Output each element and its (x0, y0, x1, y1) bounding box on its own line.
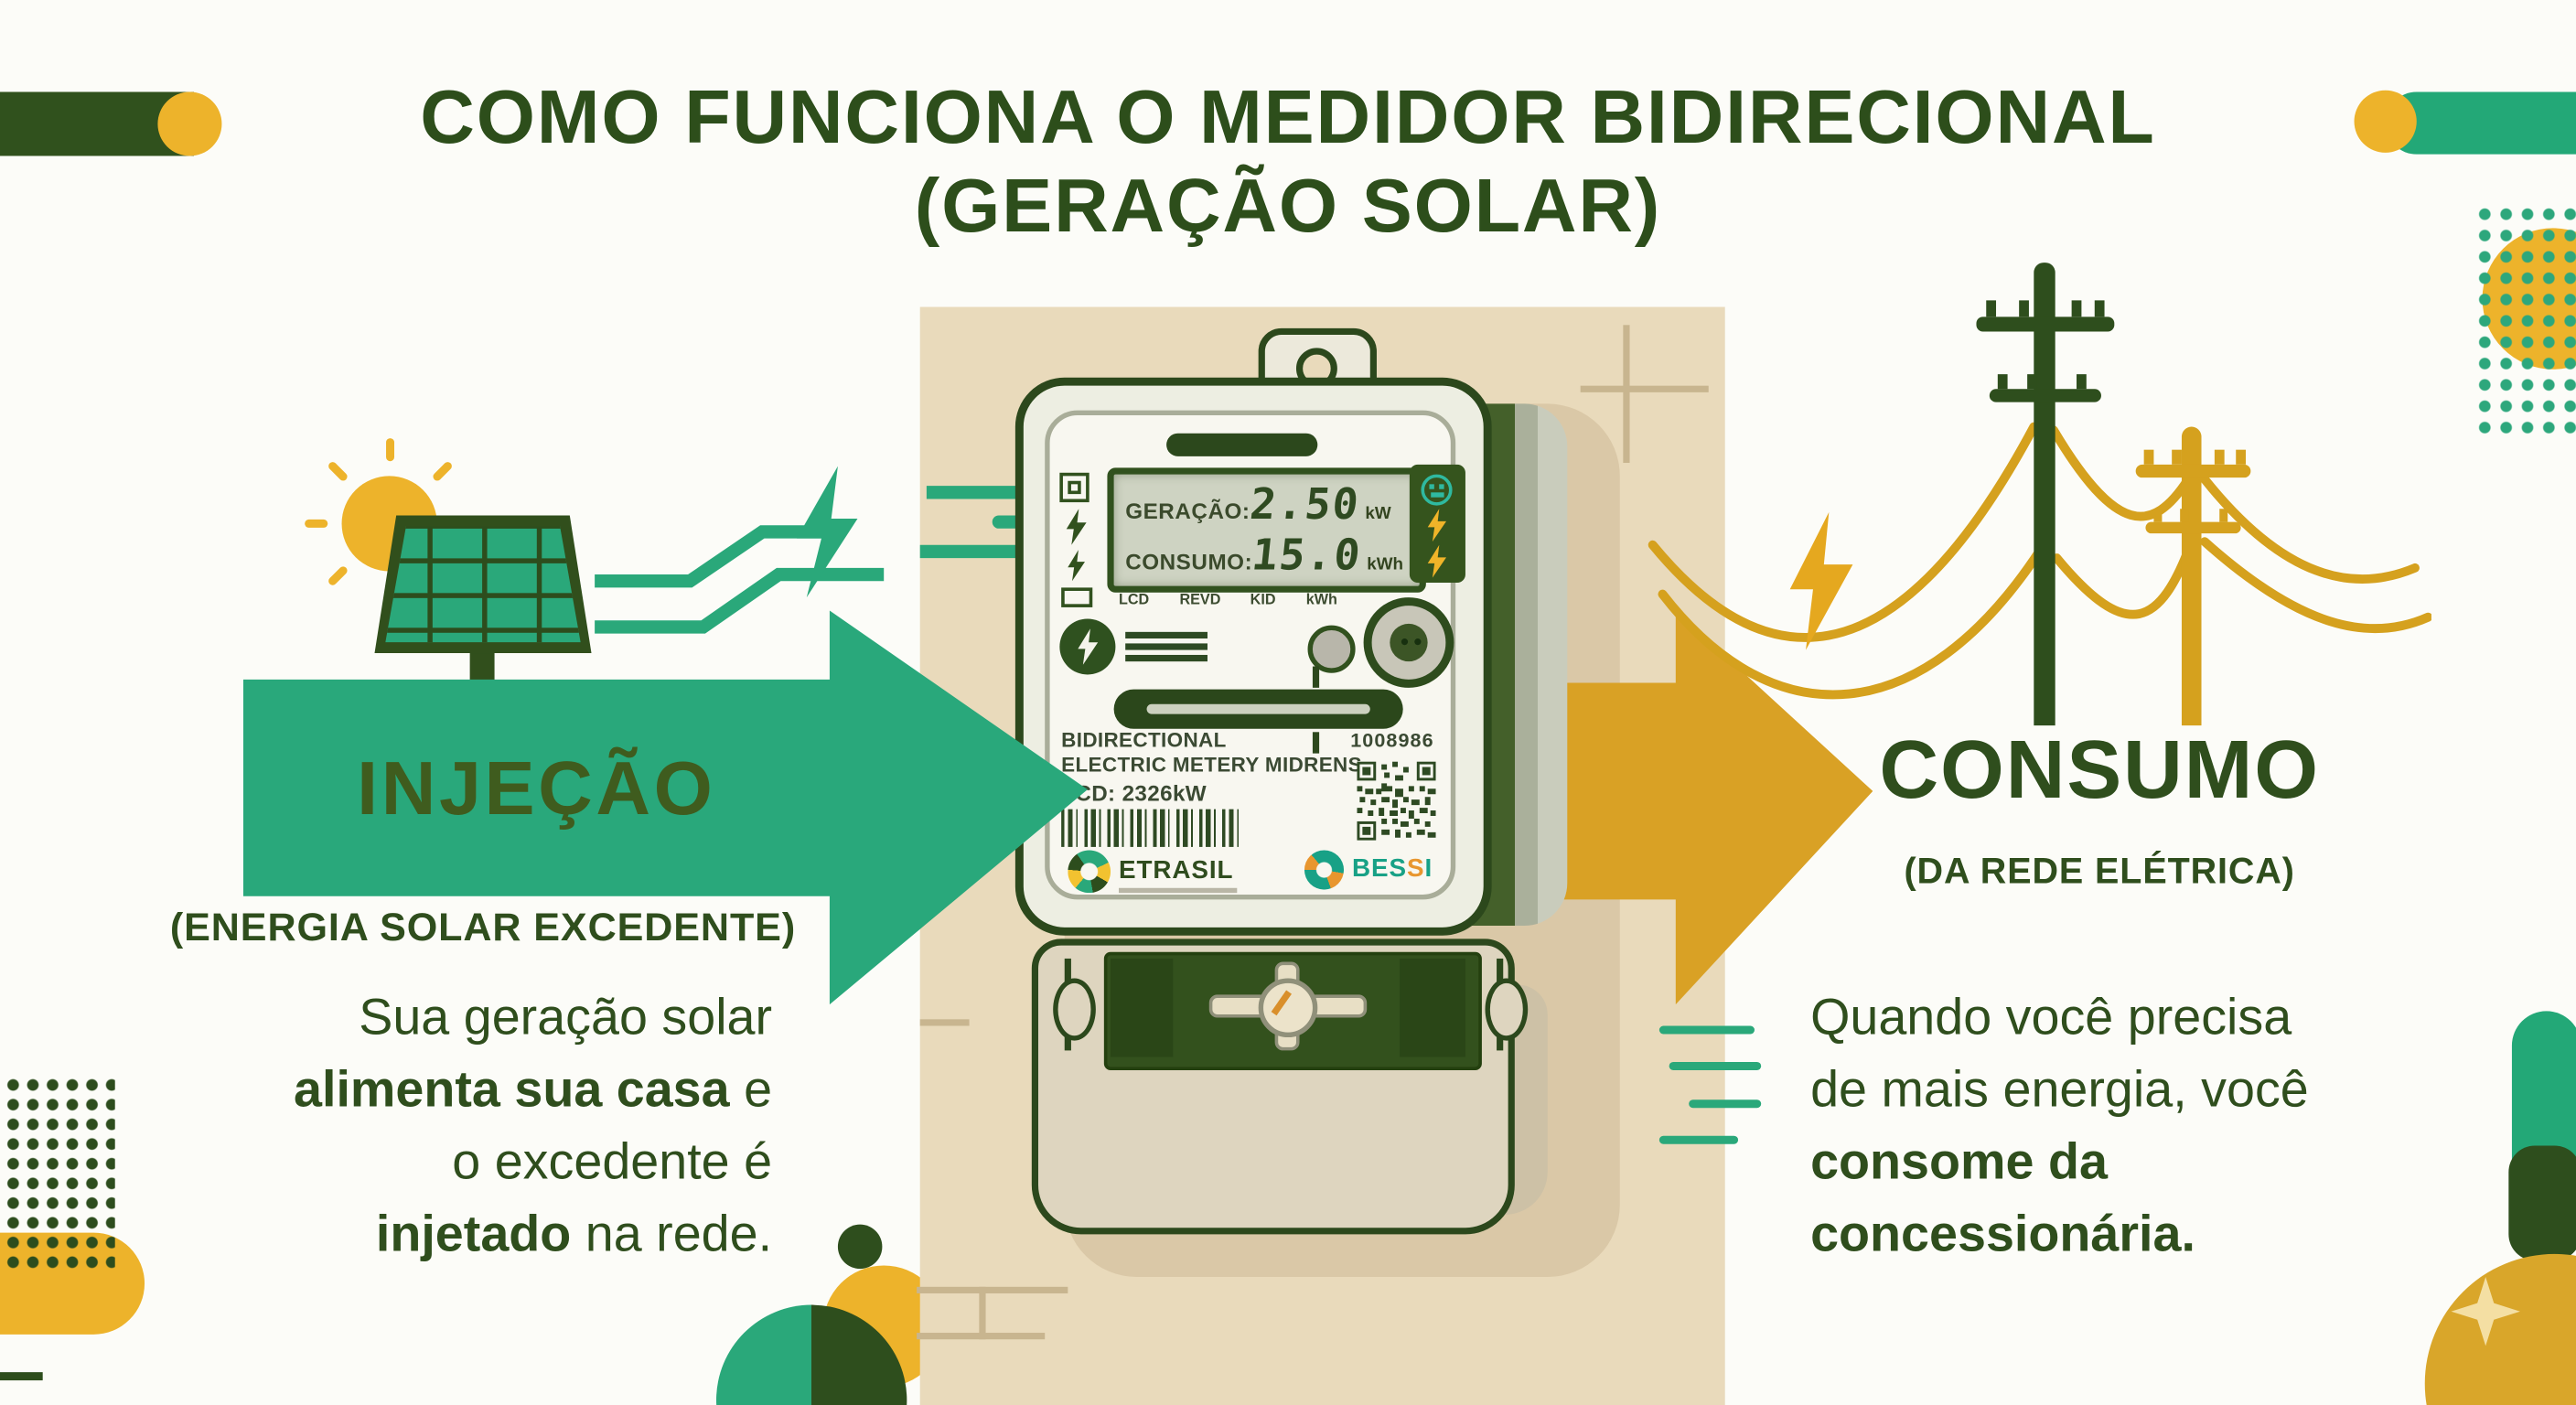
description-line: Quando você precisa (1810, 988, 2292, 1046)
serial-number: 1008986 (1350, 728, 1434, 752)
flow-lines-icon (1689, 1099, 1762, 1109)
bottom-small-circle (837, 1224, 883, 1270)
bessi-logo-icon (1304, 850, 1345, 890)
generation-unit: kW (1365, 503, 1391, 524)
bottom-right-gold-circle (2424, 1253, 2576, 1405)
consumption-description: Quando você precisa de mais energia, voc… (1810, 981, 2484, 1271)
power-lines-icon (1648, 422, 2431, 700)
reset-button (1307, 625, 1356, 673)
lcd-display: GERAÇÃO: 2.50 kW CONSUMO: 15.0 kWh (1107, 467, 1426, 593)
utility-pole-yellow-icon (2181, 426, 2202, 726)
indicator-label: KID (1250, 590, 1276, 607)
bottom-left-dash (0, 1372, 43, 1381)
consumption-unit: kWh (1367, 554, 1404, 575)
description-line: consome da (1810, 1132, 2108, 1190)
utility-pole-yellow-pegs (2153, 509, 2163, 522)
description-line: alimenta sua casa e (294, 1060, 773, 1118)
dial-tick (1312, 666, 1320, 688)
description-line: o excedente é (452, 1132, 773, 1190)
terminal-block-shade (1400, 958, 1465, 1057)
page-title-line2: (GERAÇÃO SOLAR) (914, 162, 1662, 248)
page-title-line1: COMO FUNCIONA O MEDIDOR BIDIRECIONAL (420, 73, 2156, 160)
utility-pole-green-pegs (1986, 300, 1997, 317)
wall-joint-line (1580, 385, 1709, 392)
utility-pole-yellow-crossarm (2145, 521, 2241, 534)
utility-pole-green-crossarm (1976, 316, 2115, 332)
description-line: Sua geração solar (359, 988, 773, 1046)
barcode (1061, 809, 1242, 847)
seal-screw (1258, 978, 1318, 1038)
qr-code (1357, 761, 1436, 841)
cover-screw-right (1485, 978, 1529, 1041)
nameplate-line1: BIDIRECTIONAL (1061, 728, 1227, 752)
square-indicator-icon (1059, 472, 1089, 503)
consumption-subtitle: (DA REDE ELÉTRICA) (1904, 850, 2295, 892)
bottom-left-dot-grid (3, 1075, 115, 1276)
power-button-icon (1059, 618, 1116, 675)
flow-lines-icon (1669, 1061, 1762, 1070)
utility-pole-yellow-crossarm (2135, 464, 2251, 478)
indicator-label: LCD (1119, 590, 1150, 607)
menu-lines-icon (1125, 631, 1208, 638)
status-panel (1409, 464, 1465, 584)
generation-row: GERAÇÃO: 2.50 kW (1114, 481, 1420, 531)
top-right-bar (2385, 91, 2576, 155)
battery-indicator-icon (1061, 587, 1093, 607)
generation-label: GERAÇÃO: (1125, 499, 1250, 524)
consumption-title: CONSUMO (1879, 724, 2320, 816)
wall-joint-line (979, 1286, 986, 1340)
bottom-right-green-blob (2508, 1145, 2576, 1261)
meter-top-slot (1166, 433, 1318, 456)
lightning-indicator-icon (1427, 544, 1447, 578)
utility-pole-green-pegs (1997, 374, 2008, 390)
top-right-circle (2354, 90, 2417, 153)
dial-tick (1312, 732, 1320, 754)
cover-screw-left (1053, 978, 1096, 1041)
meter-dial (1363, 597, 1454, 688)
description-line: de mais energia, você (1810, 1060, 2309, 1118)
injection-description: Sua geração solar alimenta sua casa e o … (148, 981, 772, 1271)
terminal-block-shade (1111, 958, 1174, 1057)
wall-joint-line (1623, 325, 1630, 464)
nameplate-lcd-line: LCD: 2326kW (1061, 781, 1208, 807)
wall-joint-line (919, 1019, 970, 1026)
consumption-label: CONSUMO: (1125, 550, 1253, 575)
etrasil-logo-icon (1068, 850, 1111, 894)
square-indicator-icon (1068, 480, 1081, 495)
meter-slot-line (1146, 703, 1370, 714)
top-right-dot-grid (2474, 203, 2576, 437)
utility-pole-yellow-pegs (2143, 449, 2154, 465)
top-left-circle (157, 91, 222, 156)
flow-lines-icon (1658, 1025, 1755, 1035)
flow-lines-icon (1658, 1135, 1739, 1144)
injection-arrow-label: INJEÇÃO (357, 745, 716, 831)
wall-joint-line (917, 1333, 1046, 1340)
injection-subtitle: (ENERGIA SOLAR EXCEDENTE) (169, 906, 797, 950)
indicator-label: kWh (1305, 590, 1337, 607)
description-line: injetado na rede. (375, 1205, 773, 1262)
lightning-indicator-icon (1427, 509, 1447, 542)
consumption-row: CONSUMO: 15.0 kWh (1114, 531, 1420, 581)
bessi-logo: BESSI (1352, 854, 1433, 884)
smiley-indicator-icon (1421, 474, 1453, 506)
consumption-value: 15.0 (1250, 531, 1365, 582)
utility-pole-green-icon (2034, 263, 2055, 726)
etrasil-logo: ETRASIL (1119, 856, 1234, 885)
indicator-label: REVD (1179, 590, 1221, 607)
wall-joint-line (917, 1286, 1068, 1293)
etrasil-tagline (1119, 887, 1238, 893)
nameplate-line2: ELECTRIC METERY MIDRENS (1061, 753, 1362, 777)
utility-pole-green-crossarm (1989, 389, 2101, 402)
description-line: concessionária. (1810, 1205, 2195, 1262)
generation-value: 2.50 (1248, 480, 1363, 531)
